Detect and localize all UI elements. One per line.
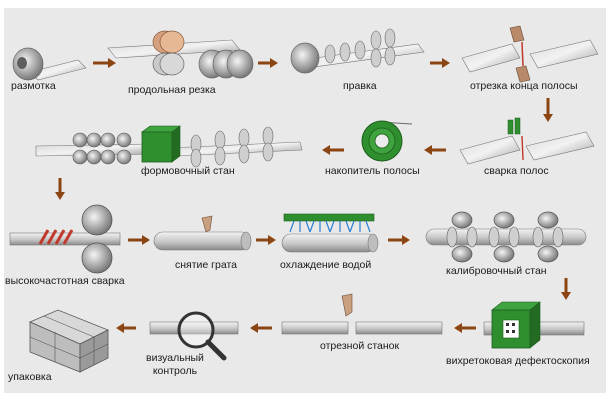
flow-arrow xyxy=(93,58,116,68)
label-eddy-current: вихретоковая дефектоскопия xyxy=(446,355,590,367)
flow-arrow xyxy=(116,323,136,333)
slitting-rollers-icon xyxy=(107,30,254,79)
flow-arrow xyxy=(250,323,272,333)
flow-arrow xyxy=(561,278,571,300)
label-strip-accumulator: накопитель полосы xyxy=(325,165,420,177)
hf-welding-icon xyxy=(9,204,121,274)
deburring-tool-icon xyxy=(153,215,252,251)
cutting-saw-icon xyxy=(281,293,443,335)
flow-arrow xyxy=(55,178,65,200)
label-packing: упаковка xyxy=(8,371,52,383)
accumulator-icon xyxy=(361,120,413,162)
flow-arrow xyxy=(388,235,410,245)
coil-icon xyxy=(12,47,87,81)
label-deburring: снятие грата xyxy=(175,259,237,271)
flow-arrow xyxy=(454,323,476,333)
flow-arrow xyxy=(424,145,446,155)
flow-arrow xyxy=(128,235,150,245)
sizing-mill-icon xyxy=(425,211,587,263)
label-strip-welding: сварка полос xyxy=(484,165,549,177)
label-slitting: продольная резка xyxy=(128,84,216,96)
label-hf-welding: высокочастотная сварка xyxy=(5,275,125,287)
flow-arrow xyxy=(256,235,276,245)
welding-torch-icon xyxy=(459,117,595,165)
flow-arrow xyxy=(430,58,450,68)
flow-arrow xyxy=(322,145,344,155)
label-sizing-mill: калибровочный стан xyxy=(446,265,547,277)
label-forming-mill: формовочный стан xyxy=(141,165,235,177)
label-unwinding: размотка xyxy=(11,80,56,92)
label-straightening: правка xyxy=(343,80,377,92)
label-water-cooling: охлаждение водой xyxy=(280,259,372,271)
water-cooling-icon xyxy=(281,213,379,253)
label-visual-inspection: визуальный контроль xyxy=(146,352,204,377)
straightening-rollers-icon xyxy=(290,28,425,74)
label-strip-end-cutting: отрезка конца полосы xyxy=(470,80,578,92)
flow-arrow xyxy=(543,98,553,122)
label-cutting-machine: отрезной станок xyxy=(320,340,400,352)
pipe-bundle-icon xyxy=(28,309,109,373)
flow-arrow xyxy=(258,58,278,68)
forming-mill-icon xyxy=(35,125,303,168)
strip-cutter-icon xyxy=(461,25,599,83)
eddy-current-tester-icon xyxy=(483,301,585,349)
magnifier-icon xyxy=(149,311,239,361)
